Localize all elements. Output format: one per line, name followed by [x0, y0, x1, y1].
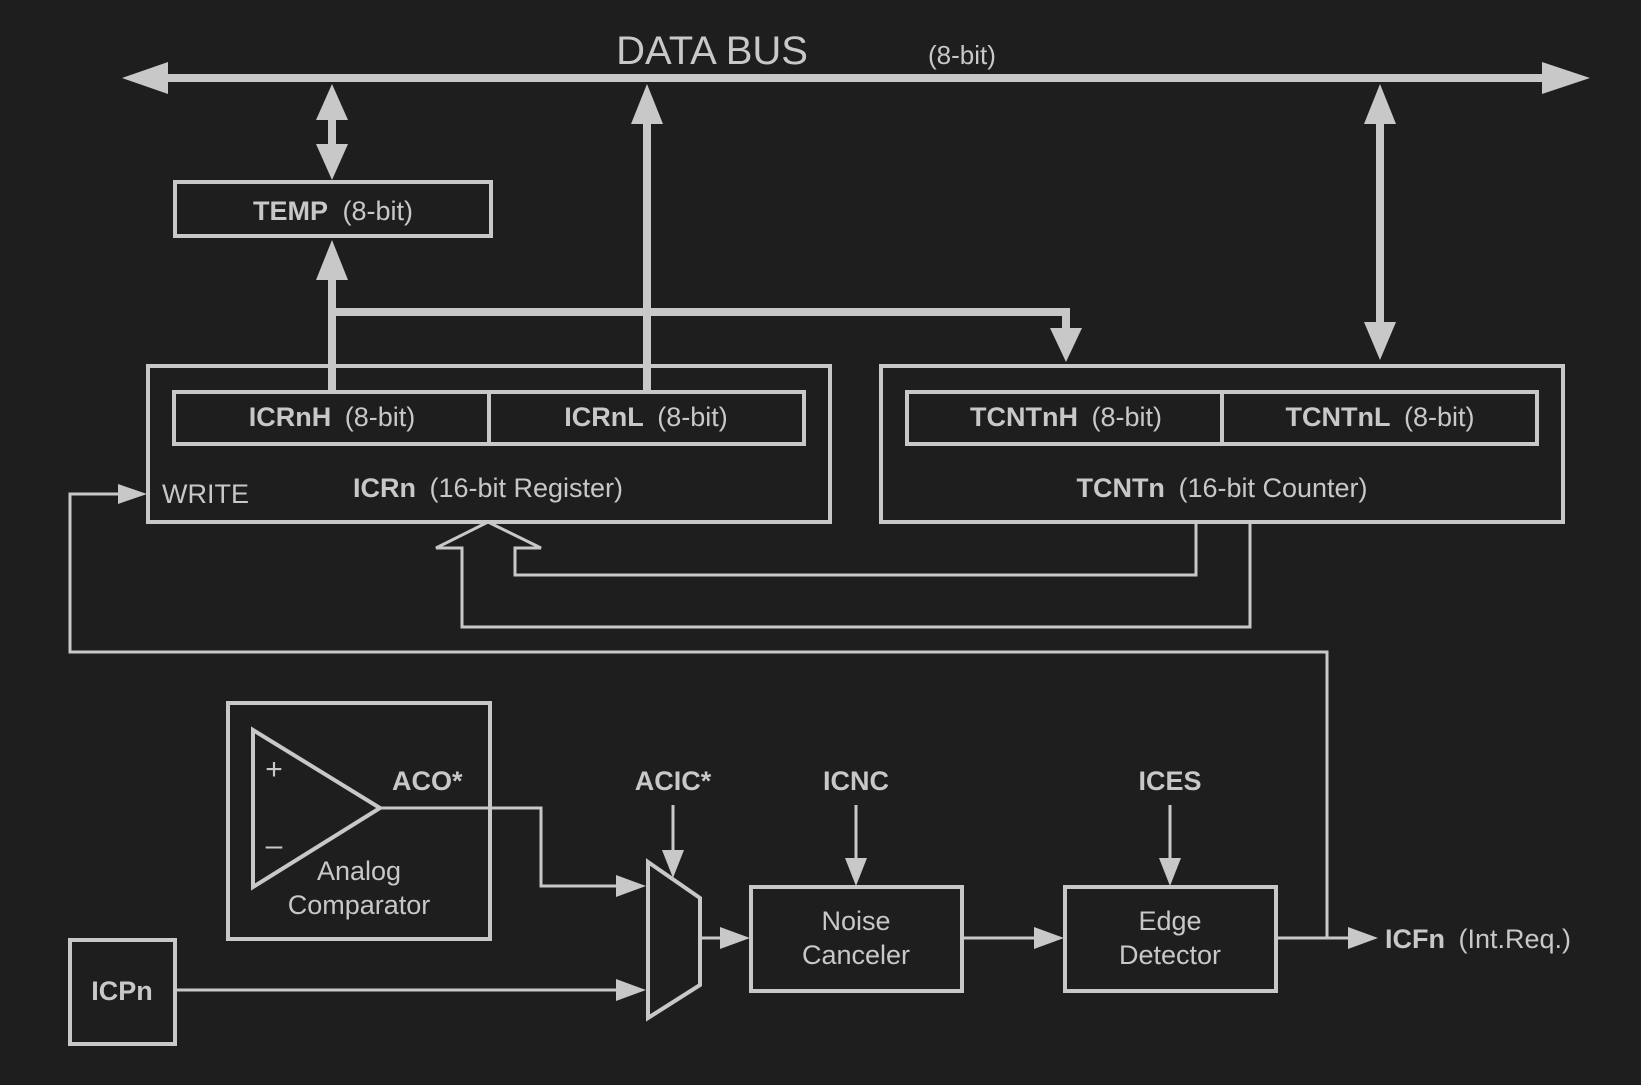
icrn-desc: (16-bit Register) — [429, 473, 623, 503]
data-bus: DATA BUS (8-bit) — [122, 29, 1590, 94]
temp-name: TEMP — [253, 196, 328, 226]
data-bus-width: (8-bit) — [928, 40, 996, 70]
bus-tcntnl-link — [1364, 84, 1396, 360]
comparator-triangle — [251, 726, 384, 891]
ices-control: ICES — [1138, 766, 1202, 886]
edge-line2: Detector — [1119, 940, 1221, 970]
data-bus-title: DATA BUS — [616, 29, 808, 73]
input-mux — [646, 858, 702, 1022]
aco-to-mux-line — [380, 806, 646, 897]
svg-text:TCNTnH (8-bit): TCNTnH (8-bit) — [970, 402, 1162, 432]
svg-text:TCNTn (16-bit Counter): TCNTn (16-bit Counter) — [1076, 473, 1367, 503]
icrn-name: ICRn — [353, 473, 416, 503]
aco-label: ACO* — [392, 766, 463, 796]
acic-label: ACIC* — [635, 766, 712, 796]
acic-control: ACIC* — [635, 766, 712, 878]
edge-line1: Edge — [1138, 906, 1201, 936]
tcntnl-width: (8-bit) — [1404, 402, 1475, 432]
svg-text:TCNTnL (8-bit): TCNTnL (8-bit) — [1286, 402, 1475, 432]
icnc-control: ICNC — [823, 766, 889, 886]
noise-to-edge-line — [962, 927, 1064, 949]
tcntn-name: TCNTn — [1076, 473, 1164, 503]
icpn-to-mux-line — [175, 979, 646, 1001]
minus-sign: – — [266, 829, 283, 862]
icfn-output: ICFn (Int.Req.) — [1276, 924, 1571, 954]
svg-text:TEMP (8-bit): TEMP (8-bit) — [253, 196, 413, 226]
noise-canceler: Noise Canceler — [749, 885, 964, 993]
icrnl-name: ICRnL — [564, 402, 643, 432]
svg-text:ICRnH (8-bit): ICRnH (8-bit) — [249, 402, 416, 432]
analog-comparator: + – ACO* Analog Comparator — [226, 701, 492, 941]
svg-text:ICFn (Int.Req.): ICFn (Int.Req.) — [1385, 924, 1571, 954]
edge-detector: Edge Detector — [1063, 885, 1278, 993]
icfn-name: ICFn — [1385, 924, 1445, 954]
bus-temp-link — [316, 84, 348, 180]
comparator-label-line1: Analog — [317, 856, 401, 886]
icrnl-to-bus-link — [631, 84, 663, 392]
tcntnl-name: TCNTnL — [1286, 402, 1391, 432]
icpn-label: ICPn — [91, 976, 153, 1006]
bus-right-arrowhead — [1542, 62, 1590, 94]
icrnh-width: (8-bit) — [345, 402, 416, 432]
noise-line2: Canceler — [802, 940, 910, 970]
icrnh-temp-tcntnh-links — [316, 240, 1082, 392]
icrnl-width: (8-bit) — [657, 402, 728, 432]
write-label: WRITE — [162, 479, 249, 509]
svg-text:ICRnL (8-bit): ICRnL (8-bit) — [564, 402, 728, 432]
tcntn-desc: (16-bit Counter) — [1178, 473, 1367, 503]
tcntnh-width: (8-bit) — [1091, 402, 1162, 432]
svg-text:ICRn (16-bit Register): ICRn (16-bit Register) — [353, 473, 623, 503]
icpn-pin: ICPn — [68, 938, 177, 1046]
plus-sign: + — [265, 753, 283, 786]
ices-label: ICES — [1138, 766, 1201, 796]
temp-width: (8-bit) — [343, 196, 414, 226]
tcntn-to-icrn-copy-arrow — [435, 520, 1252, 629]
noise-line1: Noise — [821, 906, 890, 936]
icrnh-name: ICRnH — [249, 402, 332, 432]
tcntn-counter: TCNTnH (8-bit) TCNTnL (8-bit) TCNTn (16-… — [879, 364, 1565, 524]
temp-register: TEMP (8-bit) — [173, 180, 493, 238]
mux-to-noise-line — [700, 927, 750, 949]
comparator-label-line2: Comparator — [288, 890, 431, 920]
icfn-desc: (Int.Req.) — [1459, 924, 1572, 954]
icrn-register: ICRnH (8-bit) ICRnL (8-bit) WRITE ICRn (… — [146, 364, 832, 524]
tcntnh-name: TCNTnH — [970, 402, 1078, 432]
icnc-label: ICNC — [823, 766, 889, 796]
bus-left-arrowhead — [122, 62, 168, 94]
write-feedback-line — [68, 484, 1329, 938]
